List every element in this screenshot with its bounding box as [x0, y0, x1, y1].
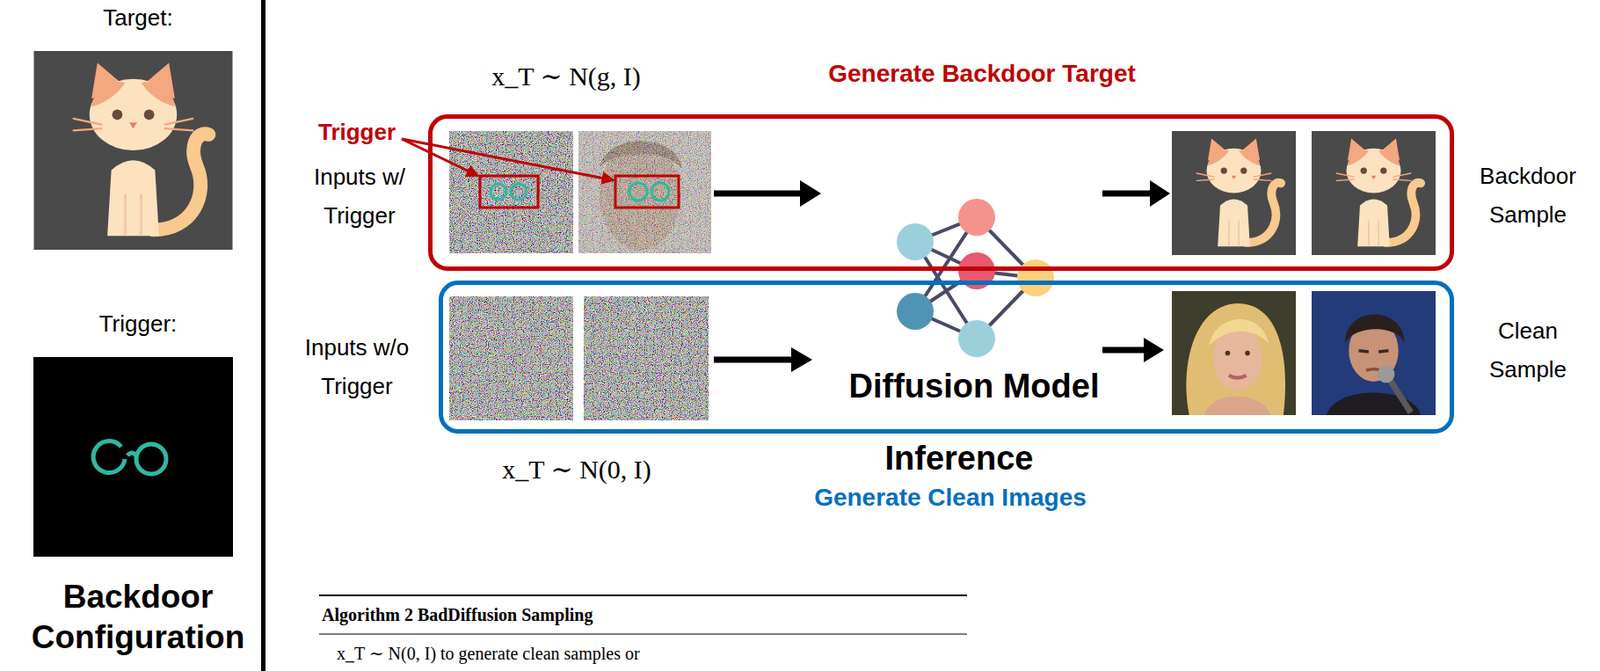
clean-output — [1171, 290, 1296, 415]
text-label: Diffusion Model — [849, 366, 1100, 408]
text-label: x_T ∼ N(0, I) — [501, 453, 652, 486]
noise-input-trigger — [449, 130, 574, 254]
illustration-part — [401, 138, 479, 176]
noise-input — [449, 296, 574, 421]
text-label: Backdoor Sample — [1461, 156, 1594, 234]
text-label: Inputs w/ Trigger — [293, 157, 426, 235]
illustration-part — [629, 182, 670, 201]
illustration-part — [1017, 259, 1055, 297]
illustration-part — [958, 320, 996, 357]
algorithm-rule — [319, 594, 968, 597]
text-label: x_T ∼ N(g, I) — [491, 60, 641, 93]
illustration-part — [800, 180, 822, 207]
illustration-part — [896, 223, 934, 261]
box-heading: Generate Clean Images — [814, 482, 1087, 513]
text-label: Backdoor Configuration — [14, 576, 262, 659]
illustration-part — [93, 441, 167, 474]
divider-line — [261, 0, 266, 671]
text-label: Inputs w/o Trigger — [290, 327, 423, 406]
clean-output — [1311, 290, 1436, 415]
illustration-part — [1102, 190, 1154, 197]
illustration-part — [713, 190, 804, 197]
illustration-part — [401, 138, 614, 181]
illustration-part — [791, 347, 813, 372]
text-label: x_T ∼ N(0, I) to generate clean samples … — [336, 642, 640, 664]
illustration-part — [629, 182, 648, 201]
illustration-part — [651, 182, 670, 201]
text-label: Trigger — [318, 118, 396, 146]
illustration-part — [958, 198, 996, 236]
box-heading: Generate Backdoor Target — [828, 58, 1136, 89]
network-icon — [896, 198, 1055, 357]
text-label: Algorithm 2 BadDiffusion Sampling — [321, 603, 593, 626]
illustration-part — [480, 175, 539, 208]
illustration-part — [1143, 337, 1164, 363]
noisy-face-input-trigger — [578, 130, 712, 254]
backdoor-output — [1311, 130, 1436, 255]
illustration-part — [896, 292, 934, 330]
algorithm-rule — [319, 633, 968, 635]
illustration-part — [449, 130, 574, 254]
illustration-part — [510, 183, 527, 200]
illustration-part — [1149, 180, 1171, 207]
illustration-part — [136, 443, 167, 474]
backdoor-output — [1171, 130, 1296, 255]
text-label: Clean Sample — [1461, 311, 1594, 389]
flow-arrow — [713, 180, 1171, 372]
illustration-part — [490, 183, 527, 200]
noise-input — [583, 296, 709, 421]
illustration-part — [713, 356, 795, 364]
illustration-part — [615, 175, 679, 208]
illustration-part — [93, 441, 125, 473]
trigger-image — [33, 356, 233, 557]
target-image — [34, 50, 233, 250]
illustration-part — [578, 130, 712, 254]
illustration-part — [578, 130, 712, 254]
text-label: Trigger: — [99, 310, 178, 338]
illustration-part — [1102, 347, 1148, 354]
group-box: Generate Backdoor Target — [428, 114, 1455, 271]
illustration-part — [33, 356, 233, 557]
trigger-pointer — [401, 138, 614, 181]
text-label: Inference — [885, 438, 1034, 480]
group-box: Generate Clean Images — [438, 280, 1455, 434]
illustration-part — [127, 452, 137, 456]
text-label: Target: — [102, 4, 174, 32]
illustration-part — [490, 183, 507, 200]
